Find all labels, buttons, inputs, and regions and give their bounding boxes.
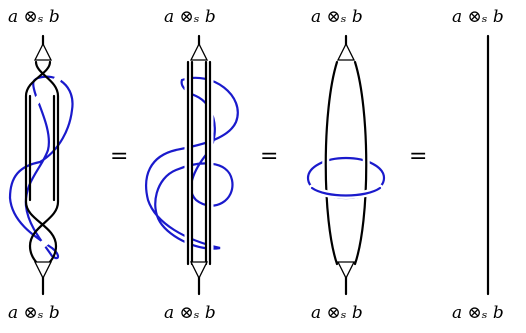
bottom-labels: a ⊗ₛ b a ⊗ₛ b a ⊗ₛ b a ⊗ₛ b	[8, 303, 504, 323]
strand-right	[24, 60, 58, 266]
strand-left	[28, 60, 60, 266]
equals-sign-3: =	[409, 144, 427, 169]
bottom-label-3: a ⊗ₛ b	[311, 303, 363, 323]
top-label-2: a ⊗ₛ b	[164, 7, 216, 27]
equals-sign-1: =	[110, 144, 128, 169]
top-labels: a ⊗ₛ b a ⊗ₛ b a ⊗ₛ b a ⊗ₛ b	[8, 7, 504, 27]
bottom-label-4: a ⊗ₛ b	[452, 303, 504, 323]
split-triangle-icon	[336, 261, 356, 280]
diagram-3	[306, 34, 386, 296]
split-triangle-icon	[189, 261, 209, 280]
top-label-4: a ⊗ₛ b	[452, 7, 504, 27]
split-triangle-icon	[33, 261, 53, 280]
blue-loop-front	[310, 186, 382, 197]
top-label-3: a ⊗ₛ b	[311, 7, 363, 27]
strand-right	[353, 60, 368, 266]
diagram-1	[8, 34, 74, 296]
merge-triangle-icon	[189, 42, 209, 61]
merge-triangle-icon	[33, 42, 53, 61]
bottom-label-2: a ⊗ₛ b	[164, 303, 216, 323]
diagram-2	[145, 34, 239, 296]
bottom-label-1: a ⊗ₛ b	[8, 303, 60, 323]
top-label-1: a ⊗ₛ b	[8, 7, 60, 27]
merge-triangle-icon	[336, 42, 356, 61]
equals-sign-2: =	[260, 144, 278, 169]
strand-left	[324, 60, 339, 266]
blue-loop	[8, 75, 74, 260]
